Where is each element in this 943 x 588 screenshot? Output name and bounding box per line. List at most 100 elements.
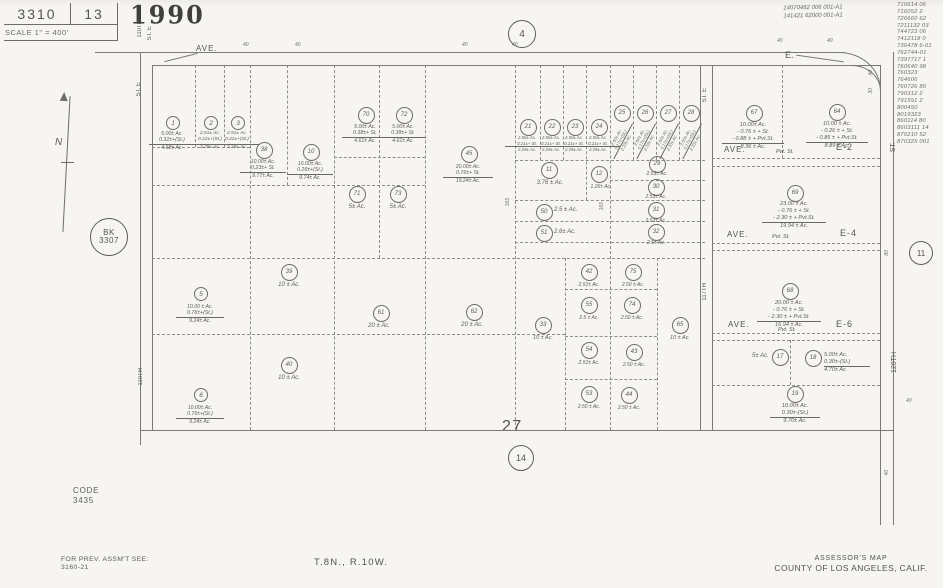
dimension-label: 165 bbox=[505, 198, 511, 207]
parcel-acreage-line: 5.00± Ac. bbox=[824, 352, 848, 358]
margin-number: 7211132 03 bbox=[897, 22, 929, 29]
parcel-acreage: 2.50 ± Ac. bbox=[611, 362, 657, 368]
parcel-acreage-line: 2.5 ± Ac. bbox=[579, 315, 599, 321]
parcel-acreage-line: 5.00± Ac. bbox=[392, 124, 414, 130]
parcel-acreage-line: 2.5 ± Ac. bbox=[554, 207, 578, 213]
parcel-acreage: 2.51± Ac.0.22±+(St.)2.29± Ac. bbox=[215, 131, 259, 151]
parcel-acreage: 10.00± Ac.0.23±+ St.9.77± Ac. bbox=[240, 159, 286, 179]
street-label: 110TH bbox=[137, 20, 143, 38]
dimension-label: 165 bbox=[599, 202, 605, 211]
boundary-line bbox=[656, 65, 657, 160]
boundary-line bbox=[152, 185, 425, 186]
parcel-circle: 19 bbox=[786, 385, 804, 403]
parcel-acreage: 10.00 ± Ac.- 0.26 ± + St.- 0.85 ± + Pvt.… bbox=[806, 121, 868, 150]
boundary-line bbox=[152, 65, 880, 66]
parcel-circle: 18 bbox=[804, 349, 822, 367]
boundary-line bbox=[515, 160, 705, 161]
street-label: E-6 bbox=[836, 319, 854, 329]
book-circle: BK 3307 bbox=[90, 218, 128, 256]
parcel-acreage-line: 2.53± Ac. bbox=[645, 194, 667, 200]
parcel-acreage-line: 2.29± Ac. bbox=[552, 146, 596, 153]
parcel-acreage-line: 2.50 ± Ac. bbox=[621, 282, 645, 288]
parcel-acreage-line: 0.22±+(St.) bbox=[198, 137, 222, 143]
dimension-label: 30 bbox=[868, 88, 874, 94]
parcel-acreage-line: 2.29± Ac. bbox=[215, 143, 259, 151]
parcel-acreage-line: 20.00± Ac. bbox=[455, 164, 481, 170]
parcel-circle: 40 bbox=[280, 356, 298, 374]
parcel-acreage-line: 0.21±+ St. bbox=[541, 140, 561, 146]
street-label: Pvt. St. bbox=[772, 234, 790, 240]
boundary-line bbox=[152, 258, 705, 259]
street-label: AVE. bbox=[728, 320, 750, 329]
parcel-acreage-line: 5.00± Ac. bbox=[354, 124, 376, 130]
margin-number: 760323 bbox=[897, 70, 918, 77]
leader-line bbox=[164, 52, 198, 63]
parcel-acreage-line: 10 ± Ac. bbox=[533, 335, 553, 341]
dimension-label: 40 bbox=[906, 398, 912, 404]
parcel-acreage: 10.00 ± Ac.0.76±+(St.)9.24± Ac. bbox=[176, 304, 224, 324]
assessor-map-label: ASSESSOR'S MAP bbox=[814, 555, 888, 562]
boundary-line bbox=[334, 65, 335, 430]
parcel-acreage-line: 20 ± Ac. bbox=[461, 322, 483, 328]
boundary-line bbox=[657, 258, 658, 430]
parcel-circle: 23 bbox=[566, 118, 584, 136]
assessor-title-block: ASSESSOR'S MAP COUNTY OF LOS ANGELES, CA… bbox=[765, 555, 937, 573]
parcel-acreage: 2.50 ± Ac. bbox=[606, 405, 652, 411]
parcel-acreage-line: 10.00± Ac. bbox=[297, 161, 323, 167]
boundary-line bbox=[287, 65, 288, 185]
boundary-line bbox=[782, 65, 783, 158]
parcel-acreage-line: 0.21±+ St. bbox=[588, 140, 608, 146]
parcel-circle: 24 bbox=[590, 118, 608, 136]
boundary-line bbox=[515, 65, 516, 430]
parcel-acreage-line: 0.32±+(St.) bbox=[159, 137, 185, 144]
parcel-acreage: 2.5 ± Ac. bbox=[554, 207, 600, 213]
parcel-circle: 68 bbox=[781, 282, 799, 300]
parcel-acreage-line: 4.70± Ac. bbox=[824, 366, 870, 374]
parcel-acreage-line: 10.00 ± Ac. bbox=[822, 121, 852, 127]
parcel-acreage-line: 10.00± Ac. bbox=[781, 403, 809, 409]
parcel-acreage-line: - 2.30 ± + Pvt.St. bbox=[768, 314, 810, 320]
margin-number: 790312 2 bbox=[897, 90, 923, 97]
parcel-circle: 39 bbox=[280, 263, 298, 281]
parcel-acreage-line: 2.29± Ac. bbox=[188, 143, 232, 151]
margin-number: 760726 80 bbox=[897, 84, 927, 91]
parcel-acreage: 5.00± Ac.0.38±+ St.4.61± Ac. bbox=[342, 124, 388, 144]
parcel-acreage-line: - 0.88 ± + Pvt.St. bbox=[732, 136, 774, 142]
boundary-line bbox=[250, 65, 251, 430]
dimension-label: 40 bbox=[868, 70, 874, 76]
section-marker-circle: 14 bbox=[508, 445, 534, 471]
parcel-acreage-line: 9.24± Ac. bbox=[176, 316, 224, 324]
parcel-acreage-line: 0.21±+ St. bbox=[517, 140, 537, 146]
parcel-circle: 43 bbox=[625, 343, 643, 361]
parcel-circle: 55 bbox=[580, 296, 598, 314]
street-label: Pvt. St. bbox=[778, 327, 796, 333]
boundary-line bbox=[633, 65, 634, 160]
boundary-line bbox=[152, 334, 565, 335]
parcel-acreage: 2.50 ± Ac. bbox=[610, 282, 656, 288]
parcel-acreage-line: 0.21±+ St. bbox=[564, 140, 584, 146]
parcel-circle: 27 bbox=[659, 104, 677, 122]
parcel-acreage-line: 2.50± Ac. bbox=[565, 135, 583, 140]
parcel-circle: 69 bbox=[786, 184, 804, 202]
parcel-acreage-line: 0.22±+(St.) bbox=[225, 137, 249, 143]
road-curve bbox=[851, 65, 881, 92]
parcel-acreage: 20 ± Ac. bbox=[356, 323, 402, 329]
boundary-line bbox=[334, 157, 425, 158]
parcel-acreage-line: 0.76±+(St.) bbox=[187, 411, 213, 418]
boundary-line bbox=[586, 65, 587, 200]
section-marker-circle: 11 bbox=[909, 241, 933, 265]
boundary-line bbox=[712, 243, 880, 244]
parcel-acreage-line: 19.94 ± Ac. bbox=[762, 222, 826, 230]
parcel-acreage-line: 4.61± Ac. bbox=[380, 136, 426, 144]
parcel-acreage: 10 ± Ac. bbox=[266, 282, 312, 288]
street-label: AVE. bbox=[727, 230, 749, 239]
north-arrow-head-icon bbox=[59, 91, 69, 102]
parcel-circle: 28 bbox=[682, 104, 700, 122]
township-range-label: T.8N., R.10W. bbox=[314, 557, 389, 568]
parcel-acreage: 2.5 ± Ac. bbox=[566, 315, 612, 321]
parcel-acreage-line: 10.00± Ac. bbox=[250, 159, 276, 165]
parcel-circle: 72 bbox=[395, 106, 413, 124]
parcel-acreage-line: 3.76 ± Ac. bbox=[536, 180, 564, 186]
prev-assessment-block: FOR PREV. ASSM'T SEE: 3160-21 bbox=[61, 556, 149, 571]
parcel-acreage-line: 16.94 ± Ac. bbox=[757, 321, 821, 329]
